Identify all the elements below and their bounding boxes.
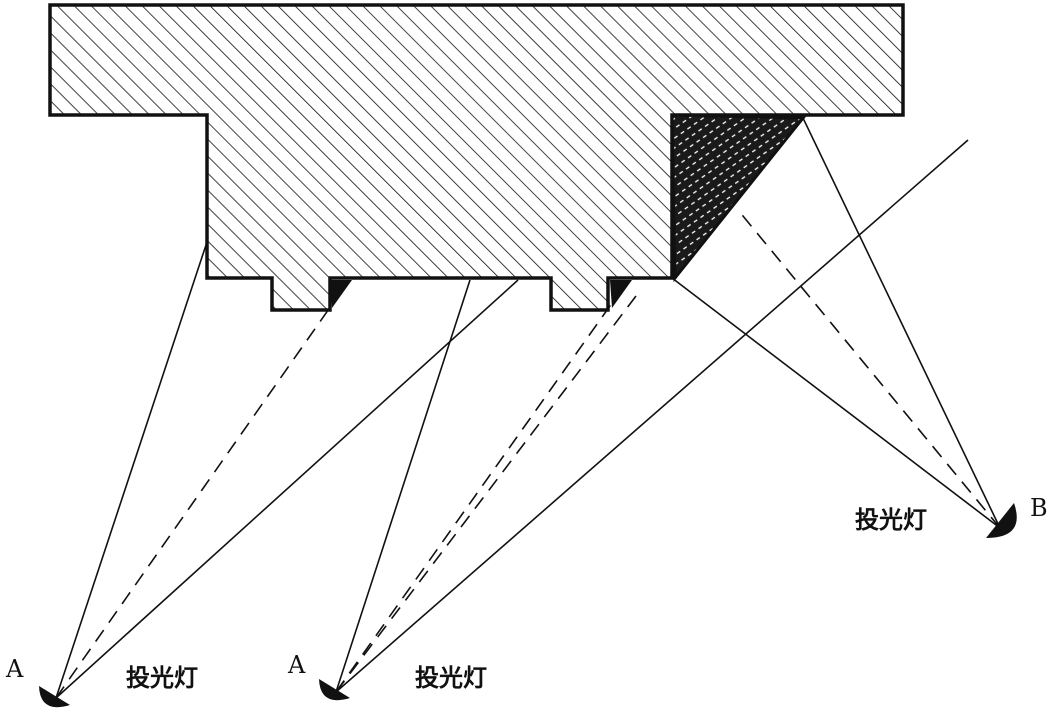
ray-a1-left — [55, 241, 208, 699]
notch-right — [610, 280, 632, 308]
lamp-b-caption: 投光灯 — [855, 506, 927, 534]
ray-a2-left — [335, 279, 471, 693]
lamp-icon — [39, 686, 70, 708]
lamp-a-middle-caption: 投光灯 — [415, 664, 487, 692]
floodlight-a-middle: A 投光灯 — [287, 651, 487, 701]
shaded-triangle — [670, 113, 807, 283]
ray-b-top — [802, 117, 1001, 529]
ray-a2-dash2 — [335, 295, 637, 693]
ray-a1-right — [55, 279, 519, 699]
floodlight-b: B 投光灯 — [855, 494, 1048, 538]
ray-a2-dash1 — [335, 295, 618, 693]
floodlight-a-left: A 投光灯 — [5, 655, 198, 708]
ray-b-bottom — [671, 277, 1001, 529]
lamp-a-left-letter: A — [5, 655, 24, 683]
lamp-b-letter: B — [1030, 494, 1048, 522]
ray-a1-dash — [55, 295, 339, 699]
lamp-a-left-caption: 投光灯 — [126, 664, 198, 692]
hatched-wall — [48, 3, 905, 312]
lamp-icon — [319, 679, 350, 701]
lamp-icon — [986, 503, 1017, 538]
ray-b-dash — [737, 209, 1001, 529]
notch-left — [330, 280, 352, 308]
lamp-a-middle-letter: A — [287, 651, 306, 679]
ray-a2-right — [335, 139, 969, 693]
